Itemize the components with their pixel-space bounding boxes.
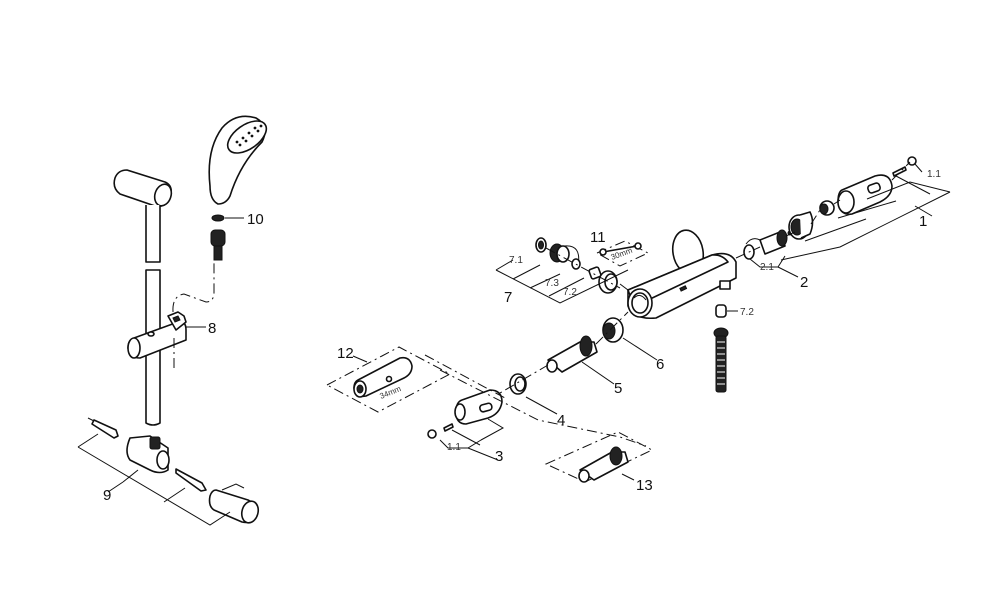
part-7-3-oring [571, 258, 581, 270]
part-1-1-screw [892, 156, 917, 177]
label-1: 1 [919, 213, 927, 230]
label-7-1: 7.1 [509, 255, 523, 266]
part-7-union-nut [598, 270, 618, 294]
label-7-3: 7.3 [545, 278, 559, 289]
bracket-lines-1 [780, 175, 951, 261]
part-5-thermo-cartridge [546, 335, 598, 373]
label-10: 10 [247, 211, 264, 228]
label-4: 4 [557, 412, 565, 429]
part-1-adapter [788, 211, 814, 240]
bracket-lines-7 [495, 259, 629, 304]
part-4-ring [509, 373, 527, 395]
label-13: 13 [636, 477, 653, 494]
hose-guide-line [172, 262, 215, 313]
label-9: 9 [103, 487, 111, 504]
slider-holder [127, 311, 187, 359]
rail-upper-segment [145, 205, 161, 263]
label-12: 12 [337, 345, 354, 362]
hose-nut [210, 229, 226, 261]
label-7: 7 [504, 289, 512, 306]
label-7-2-outlet: 7.2 [740, 307, 754, 318]
part-1-handle [837, 174, 893, 216]
wall-bracket [126, 435, 170, 474]
wrench-size-label: 30mm [610, 246, 634, 262]
label-7-2: 7.2 [563, 287, 577, 298]
part-6-ring [602, 317, 624, 343]
axis-lower [487, 311, 629, 401]
outlet-hose-nipple [713, 327, 729, 393]
label-1-1-top: 1.1 [927, 169, 941, 180]
label-2: 2 [800, 274, 808, 291]
bottom-end-cap [208, 483, 260, 524]
label-8: 8 [208, 320, 216, 337]
axis-7 [545, 247, 621, 289]
part-1-stop-ring [819, 200, 835, 216]
screw-lower [175, 468, 207, 492]
outlet-filter-7-2 [715, 304, 738, 318]
bracket-lines-2 [749, 255, 799, 278]
screw-upper [87, 417, 119, 439]
label-5: 5 [614, 380, 622, 397]
handshower [208, 115, 268, 205]
bracket-lines-9 [77, 433, 231, 526]
part-2-cartridge [759, 229, 793, 255]
label-6: 6 [656, 356, 664, 373]
label-2-1: 2.1 [760, 262, 774, 273]
seal-washer [211, 214, 225, 222]
bracket-lines-3 [439, 418, 505, 461]
label-1-1-bottom: 1.1 [447, 442, 461, 453]
axis-tools [424, 354, 647, 447]
label-11: 11 [590, 229, 606, 246]
axis-body-left [619, 283, 629, 291]
part-3-screw [427, 423, 454, 439]
rail-top-cap [113, 169, 173, 208]
part-7-2-filter [588, 266, 602, 280]
part-13-box [544, 431, 654, 483]
rotation-arrow-2 [745, 238, 761, 245]
part-3-handle [454, 389, 503, 425]
axis-right [735, 161, 911, 259]
spray-nozzles [235, 124, 263, 147]
label-3: 3 [495, 448, 503, 465]
part-7-nut [549, 243, 570, 263]
thermostat-body [627, 229, 737, 320]
part-7-1-seal [535, 237, 547, 253]
